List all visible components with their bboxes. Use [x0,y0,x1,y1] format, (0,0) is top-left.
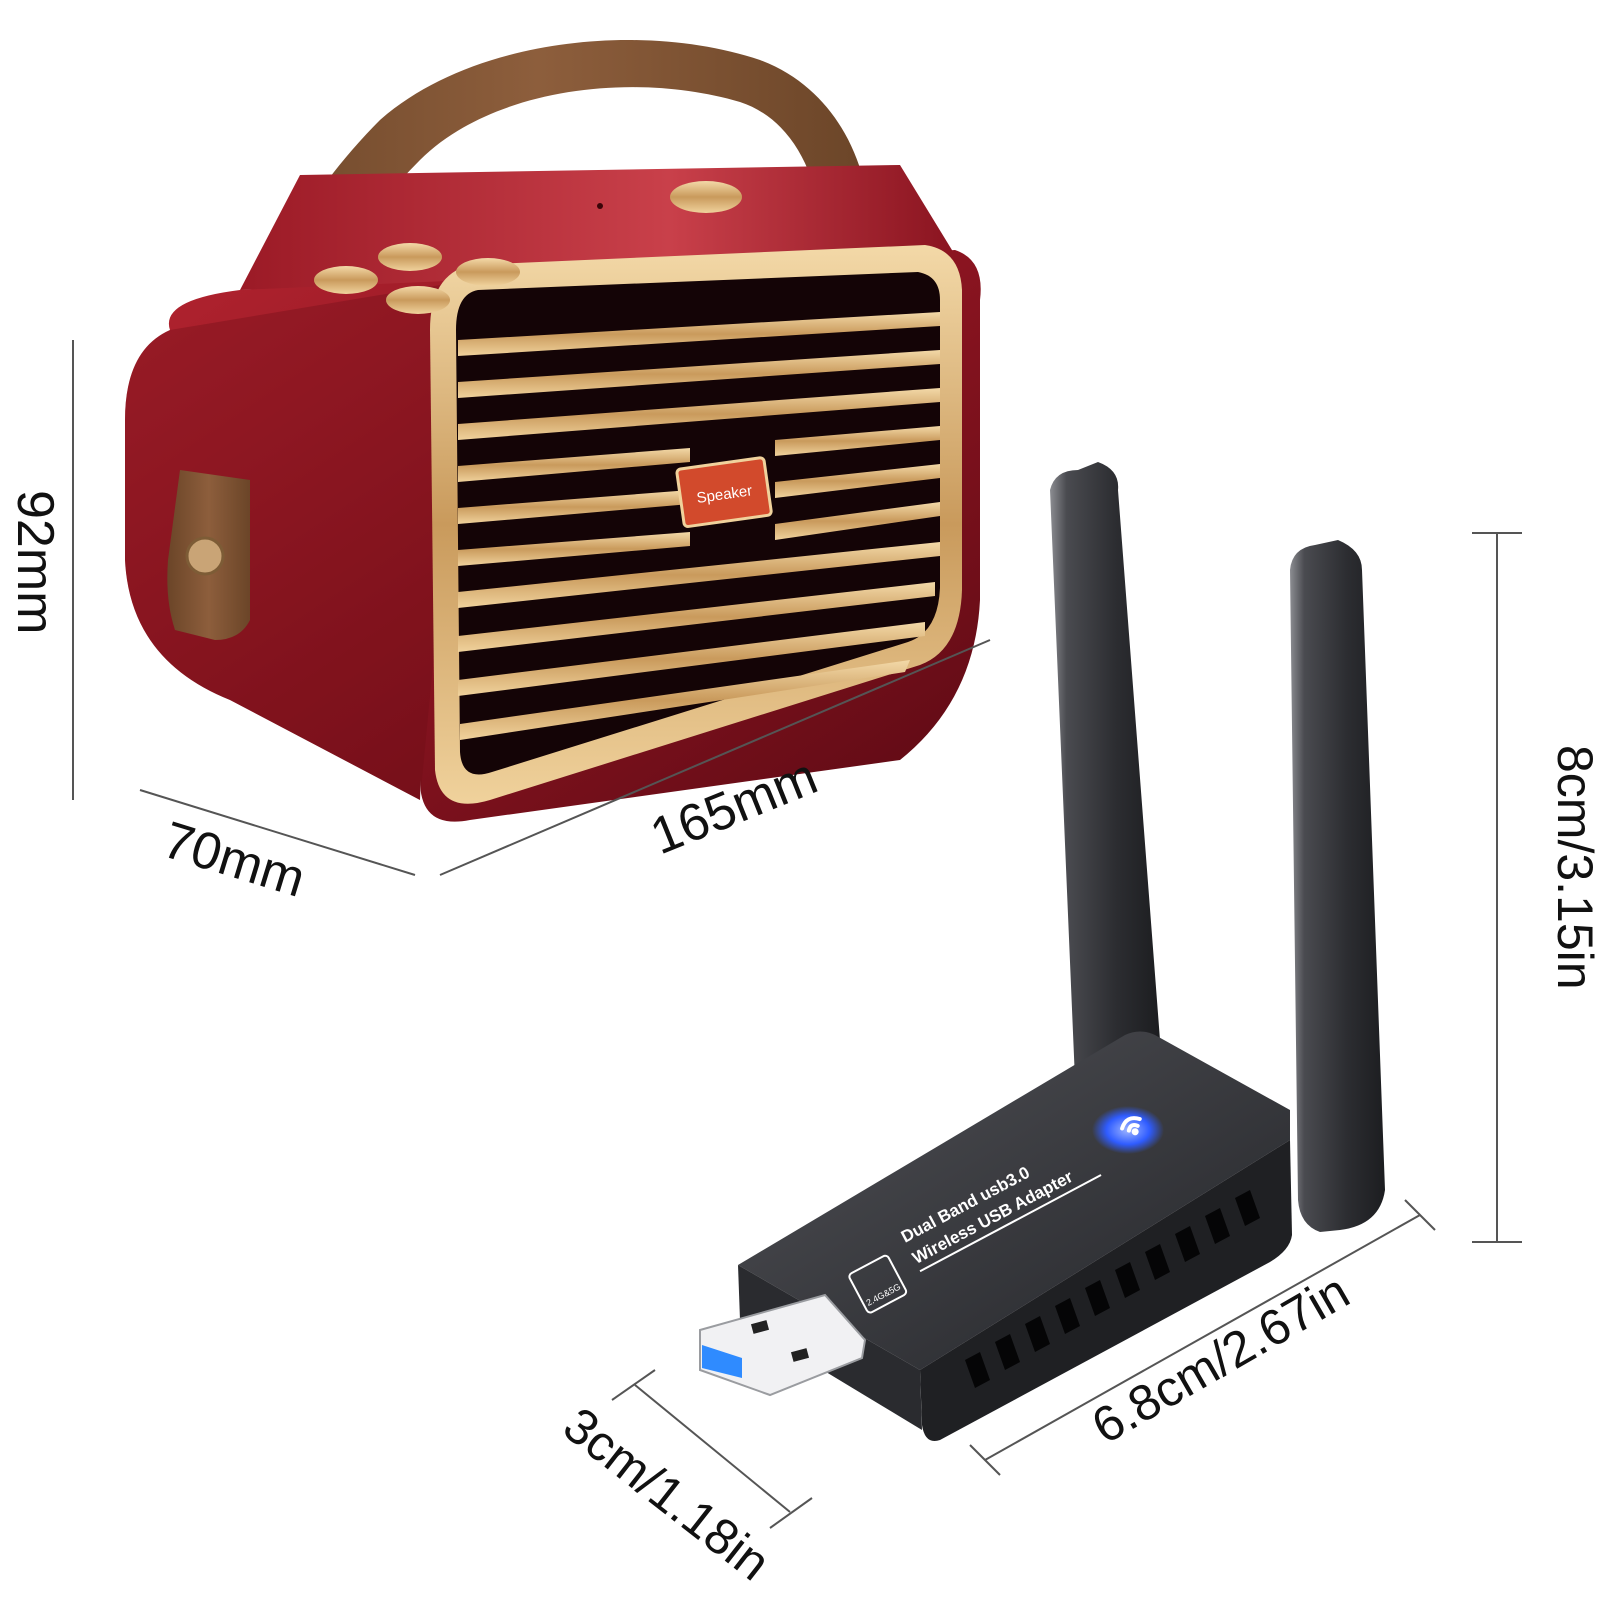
speaker-height-label: 92mm [6,490,64,634]
speaker-button [378,243,442,271]
adapter-body-side [920,1140,1292,1441]
speaker-length-line [439,639,991,876]
usb-plug-tongue [702,1345,742,1378]
speaker-power-button [670,181,742,213]
speaker-dimensions [72,340,991,876]
adapter-width-tick-top [611,1369,656,1401]
adapter-dimensions [611,532,1522,1529]
speaker-button [314,266,378,294]
usb-plug-hole [790,1348,810,1362]
speaker-depth-label: 70mm [156,811,311,909]
speaker-badge: Speaker [675,456,773,528]
adapter-length-tick-left [969,1444,1001,1476]
speaker-button [386,286,450,314]
usb-plug-hole [750,1320,770,1334]
adapter-height-label: 8cm/3.15in [1547,745,1600,990]
speaker-grille-bars [458,312,940,740]
speaker-side-shade [125,280,470,800]
wifi-icon [1120,1116,1142,1136]
speaker-product: Speaker [125,40,981,822]
speaker-mic-dot [597,203,603,209]
speaker-control-buttons [314,181,742,314]
speaker-button [456,258,520,286]
usb-adapter-product: Dual Band usb3.0 Wireless USB Adapter 2.… [699,462,1385,1441]
adapter-length-line [984,1214,1421,1461]
adapter-width-line [634,1384,791,1513]
adapter-width-label: 3cm/1.18in [553,1397,780,1592]
adapter-width-tick-bottom [769,1497,813,1529]
speaker-strap [205,40,870,560]
adapter-label-underline [919,1174,1102,1273]
adapter-antenna-right [1290,540,1385,1232]
adapter-vent-slots [965,1190,1260,1388]
adapter-antenna-left [1050,462,1160,1080]
adapter-length-tick-right [1404,1199,1436,1231]
speaker-strap-rivet [185,536,225,576]
speaker-depth-line [139,789,416,876]
